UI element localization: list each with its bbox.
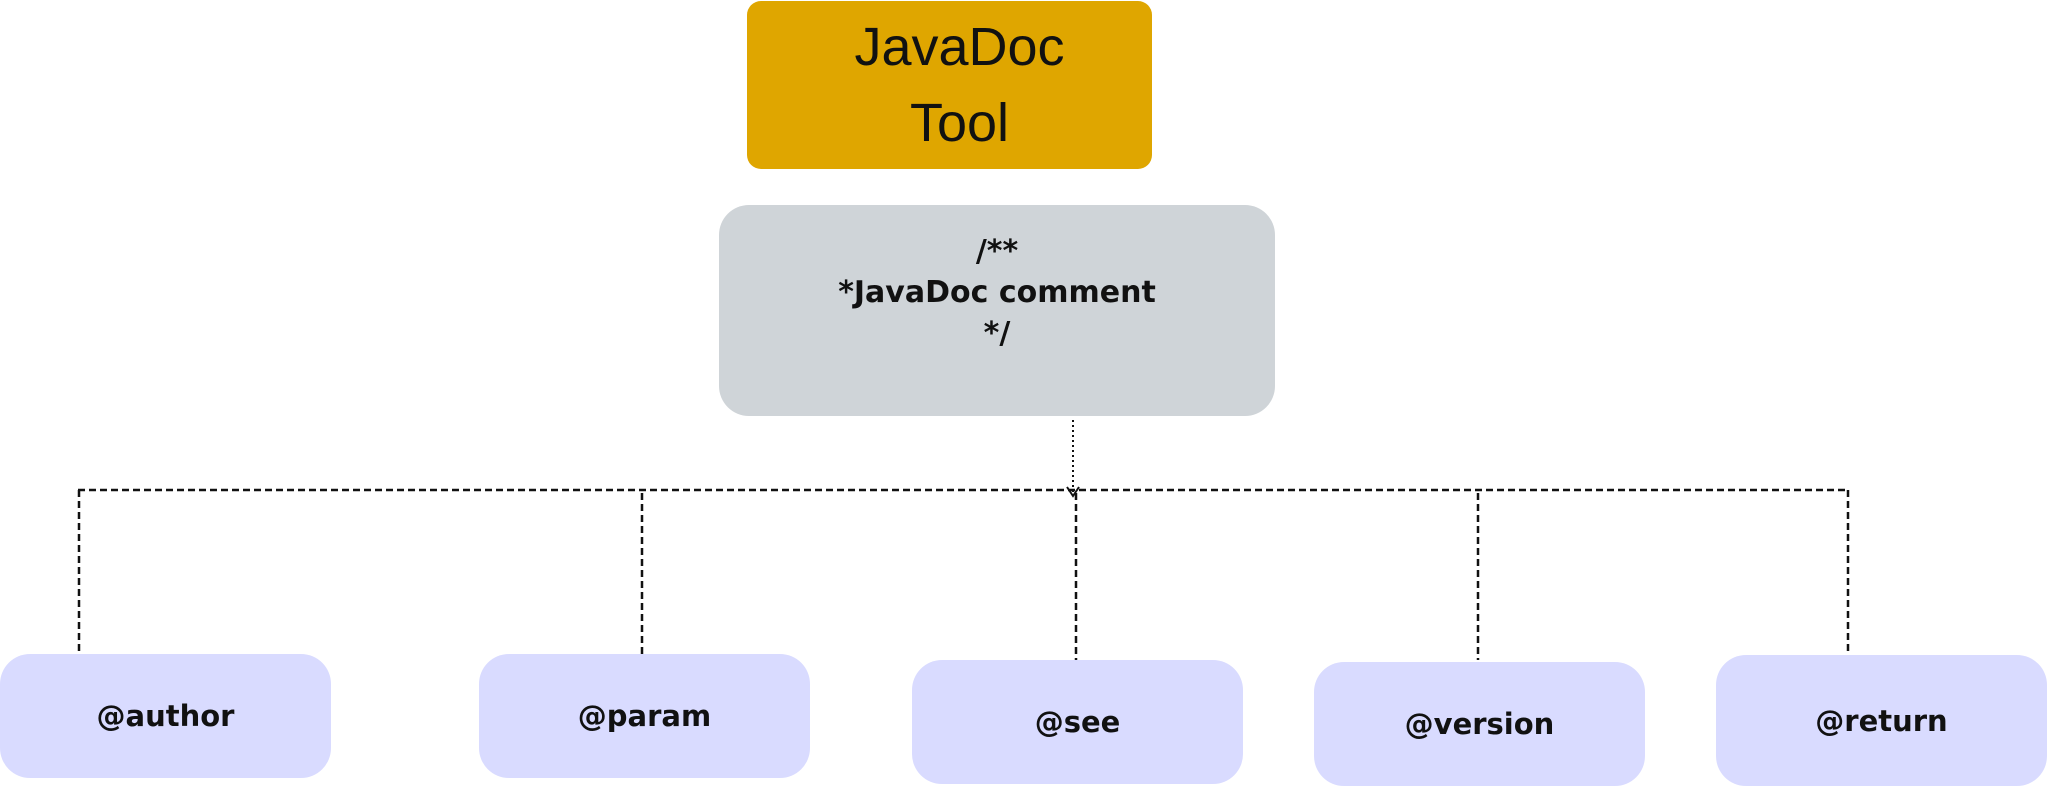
comment-line-2: *JavaDoc comment [838, 275, 1156, 310]
tag-return-box: @return [1716, 655, 2047, 786]
tag-param-label: @param [577, 699, 712, 733]
tag-author-label: @author [96, 699, 235, 733]
comment-line-1: /** [975, 234, 1019, 269]
title-line-1: JavaDoc [854, 17, 1065, 77]
tag-return-label: @return [1815, 703, 1948, 738]
tag-author-box: @author [0, 654, 331, 778]
javadoc-tool-box: JavaDoc Tool [747, 1, 1152, 169]
tag-see-box: @see [912, 660, 1243, 784]
tag-version-box: @version [1314, 662, 1645, 786]
title-line-2: Tool [909, 93, 1010, 153]
tag-see-label: @see [1034, 705, 1121, 739]
javadoc-comment-box: /** *JavaDoc comment */ [719, 205, 1275, 416]
comment-line-3: */ [983, 316, 1011, 351]
tag-version-label: @version [1404, 707, 1555, 741]
tag-param-box: @param [479, 654, 810, 778]
